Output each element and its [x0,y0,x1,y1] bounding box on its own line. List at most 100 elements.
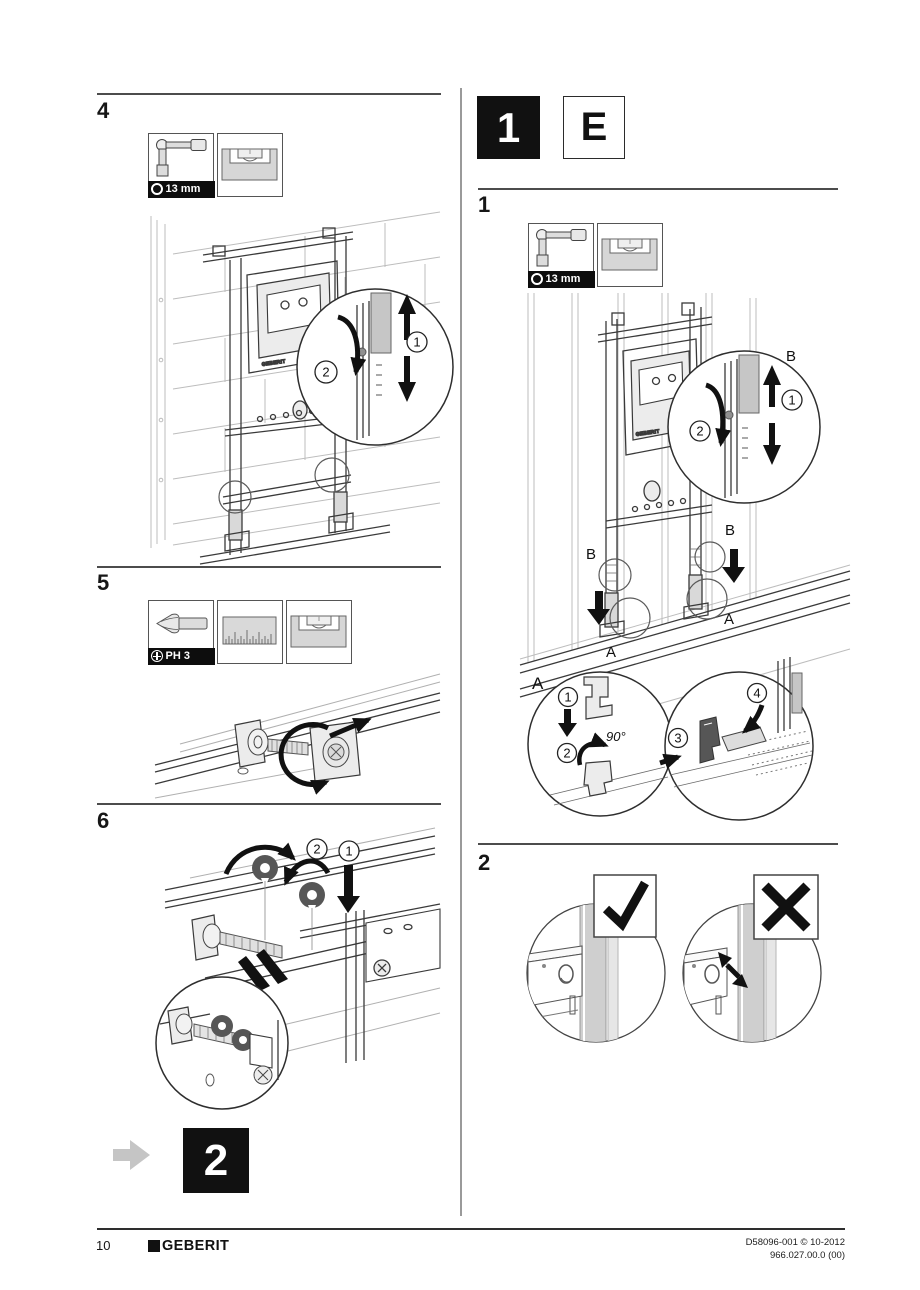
step-heading-r2: 2 [478,850,491,875]
drawing-step4-frame: GEBERIT 1 [150,211,454,565]
up-down-arrow [398,294,416,402]
foot-circle-left [609,597,651,639]
angle-label: 90° [606,729,626,744]
tool-badge-label: 13 mm [545,272,581,285]
rotate-arrow [705,382,732,447]
clip-after [583,760,613,797]
callout-1-s4: 1 [406,331,428,353]
clip-circle-left [598,558,632,592]
cross-icon [761,882,811,932]
label-B-left: B [586,546,596,563]
up-down-arrow [763,365,781,465]
clip-before [583,676,613,720]
label-A-left: A [606,644,616,661]
brand-logo: GEBERIT [148,1238,229,1254]
foot-detail-circle-left [218,480,252,514]
fixing-clip-1 [252,855,278,940]
socket-ring-icon [530,273,543,285]
rails-s6 [164,835,441,1063]
label-B-top: B [786,348,796,365]
drawing-step6-clips: 2 1 [155,827,441,1110]
tool-badge-ph3: PH 3 [147,647,215,665]
section-rule-4 [97,93,441,95]
step-heading-4: 4 [97,98,110,123]
zoom-detail-circle-r1: 1 2 [667,350,821,504]
tool-badge-label: 13 mm [165,182,201,195]
phillips-cross-icon [150,650,163,662]
clip-circle-right [694,541,726,573]
svg-text:1: 1 [564,690,571,705]
phillips-bit-icon [156,613,208,634]
svg-text:2: 2 [696,424,703,439]
cross-box [753,874,819,940]
detail-A-circle-left: 1 2 90° [527,671,673,817]
callout-1-s6: 1 [338,840,360,862]
a-callout-3: 3 [667,727,689,749]
insert-down-arrow [558,709,577,737]
callout-2-s6: 2 [306,838,328,860]
foot-circle-right [686,578,728,620]
tighten-arrow-s5 [329,717,372,739]
tool-badge-label: PH 3 [165,649,190,662]
wall-anchor-bracket [234,719,361,782]
a-callout-4: 4 [746,682,768,704]
zoom-detail-circle-s4: 1 2 [296,288,454,446]
svg-text:4: 4 [753,686,760,701]
ruler-icon [222,616,277,645]
socket-wrench-icon [536,229,587,267]
clip-dark [699,716,721,764]
a-callout-1: 1 [557,686,579,708]
down-arrow-left [587,591,610,625]
tool-badge-13mm-r1: 13 mm [527,270,595,288]
step-heading-6: 6 [97,808,110,833]
zoom-leader-chevrons [238,949,288,991]
label-A-detail: A [532,674,544,693]
fixing-clip-2 [299,882,325,950]
spirit-level-icon [601,238,658,271]
toolbox-socket-wrench-r1: 13 mm [527,223,595,288]
rail-extension-tube [370,292,392,354]
chapter-box: 1 [477,96,540,159]
section-rule-5 [97,566,441,568]
variant-box: E [563,96,625,159]
check-icon [602,880,649,932]
section-rule-r1 [478,188,838,190]
frame-brand-text: GEBERIT [635,429,660,438]
check-box [593,874,657,938]
step-heading-r1: 1 [478,192,491,217]
next-arrow-icon [113,1140,150,1170]
svg-text:1: 1 [788,393,795,408]
zoom-callout-1-r1: 1 [781,389,803,411]
label-A-right: A [724,611,734,628]
doc-ref-line1: D58096-001 © 10-2012 [745,1237,845,1248]
column-divider [460,88,462,1216]
wall-rail [154,692,441,785]
footer-page-number: 10 [96,1238,111,1253]
threaded-rod-assembly [191,914,283,961]
frame-brand-text: GEBERIT [261,359,286,368]
footer-rule [97,1228,845,1230]
correct-position-circle [526,903,666,1043]
label-B-right: B [725,522,735,539]
doc-references: D58096-001 © 10-2012 966.027.00.0 (00) [625,1236,845,1262]
rotate-arrow [337,314,367,376]
brand-logo-square-icon [148,1240,160,1252]
svg-text:2: 2 [313,842,320,857]
toolbox-socket-wrench-s4: 13 mm [147,133,215,198]
svg-text:2: 2 [322,365,329,380]
toolbox-spirit-level-s5 [286,600,352,664]
toolbox-phillips-s5: PH 3 [147,600,215,665]
svg-text:1: 1 [345,844,352,859]
down-arrow-right [722,549,745,583]
zoom-detail-circle-s6 [155,976,289,1110]
tool-badge-13mm-s4: 13 mm [147,180,215,198]
section-rule-6 [97,803,441,805]
rotate-arrow-clip1 [223,842,296,876]
zoom-callout-2-r1: 2 [689,420,711,442]
svg-text:3: 3 [674,731,681,746]
toolbox-spirit-level-r1 [597,223,663,287]
rotate-arrow-clip2 [283,858,331,886]
gap-arrow [718,952,748,988]
a-callout-2: 2 [556,742,578,764]
